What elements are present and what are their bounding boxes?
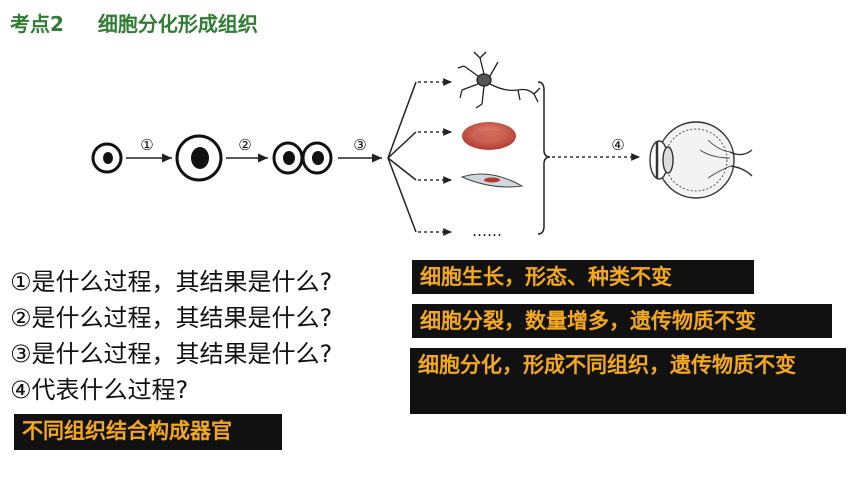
answer-4: 不同组织结合构成器官	[14, 414, 282, 450]
question-1: ①是什么过程，其结果是什么?	[10, 268, 333, 296]
question-4: ④代表什么过程?	[10, 376, 189, 404]
question-2: ②是什么过程，其结果是什么?	[10, 304, 333, 332]
dashed-arrows	[418, 78, 452, 236]
page-title: 考点2 细胞分化形成组织	[10, 8, 258, 37]
question-3: ③是什么过程，其结果是什么?	[10, 340, 333, 368]
answer-2: 细胞分裂，数量增多，遗传物质不变	[412, 304, 832, 338]
topic-number: 考点2	[10, 12, 64, 36]
step-1-label: ①	[140, 136, 153, 154]
answer-1: 细胞生长，形态、种类不变	[412, 260, 754, 294]
topic-title: 细胞分化形成组织	[97, 12, 258, 36]
red-blood-cell-icon	[462, 122, 516, 150]
cell-differentiation-diagram: ① ② ③	[91, 51, 753, 240]
two-cells-icon	[272, 141, 333, 175]
branch-lines	[387, 81, 417, 233]
neuron-icon	[457, 51, 541, 109]
large-cell-icon	[175, 134, 223, 182]
group-bracket	[537, 81, 551, 235]
step-3-label: ③	[353, 136, 366, 154]
step-2-label: ②	[238, 136, 251, 154]
answer-3: 细胞分化，形成不同组织，遗传物质不变	[410, 348, 846, 414]
single-cell-icon	[91, 142, 123, 174]
more-cell-types: ……	[472, 222, 502, 240]
eye-icon	[649, 121, 753, 199]
step-4-label: ④	[611, 136, 624, 154]
muscle-cell-icon	[460, 173, 524, 188]
